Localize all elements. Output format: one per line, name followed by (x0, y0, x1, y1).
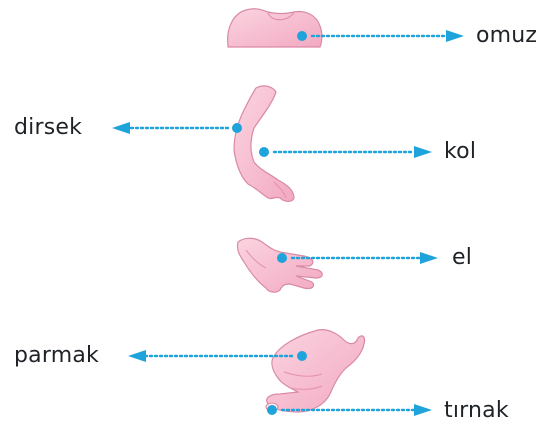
pointer-dot (297, 31, 307, 41)
label-kol: kol (444, 139, 476, 165)
pointer-kol (259, 146, 432, 158)
arrowhead-right (414, 404, 432, 416)
arrowhead-left (128, 350, 146, 362)
label-dirsek: dirsek (14, 115, 82, 141)
label-tirnak: tırnak (444, 398, 509, 424)
shoulder-illustration (228, 9, 322, 47)
pointer-dot (277, 253, 287, 263)
arrowhead-right (420, 252, 438, 264)
hand-illustration (237, 238, 322, 292)
pointer-dot (232, 123, 242, 133)
pointer-dot (259, 147, 269, 157)
arrowhead-left (112, 122, 130, 134)
arm-illustration (234, 86, 294, 201)
label-parmak: parmak (14, 343, 99, 369)
label-el: el (452, 245, 472, 271)
label-omuz: omuz (476, 23, 537, 49)
arrowhead-right (446, 30, 464, 42)
pointer-dirsek (112, 122, 242, 134)
finger-illustration (266, 330, 365, 412)
arrowhead-right (414, 146, 432, 158)
pointer-dot (297, 351, 307, 361)
pointer-dot (267, 405, 277, 415)
